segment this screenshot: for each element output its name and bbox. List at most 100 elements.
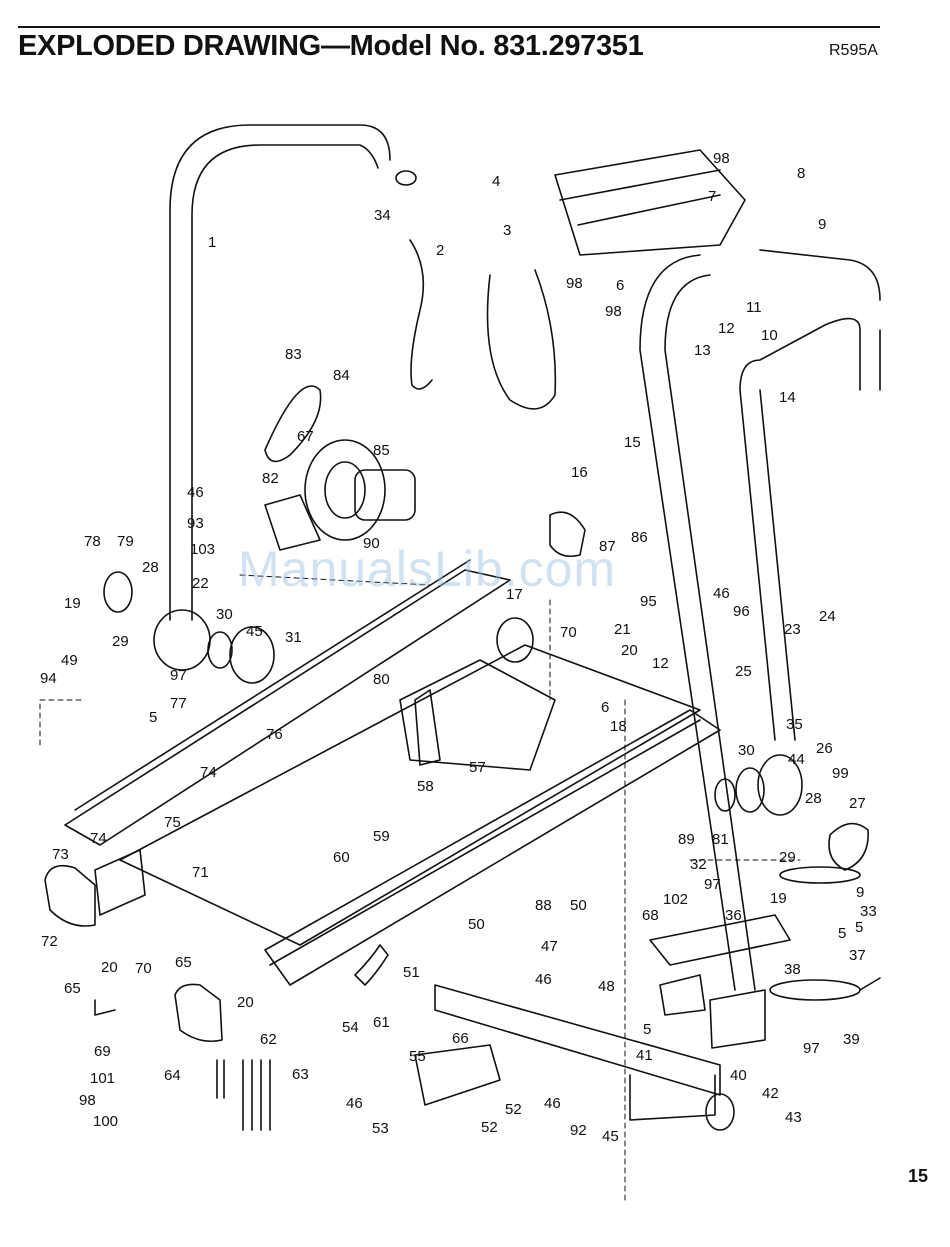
roller-17 — [496, 617, 534, 663]
callout: 58 — [417, 778, 434, 795]
callout: 7 — [708, 188, 716, 205]
callout: 51 — [403, 964, 420, 981]
callout: 57 — [469, 759, 486, 776]
callout: 34 — [374, 207, 391, 224]
callout: 95 — [640, 593, 657, 610]
callout: 2 — [436, 242, 444, 259]
callout: 3 — [503, 222, 511, 239]
callout: 81 — [712, 831, 729, 848]
callout: 75 — [164, 814, 181, 831]
callout: 60 — [333, 849, 350, 866]
callout: 36 — [725, 907, 742, 924]
page-number: 15 — [908, 1166, 929, 1186]
callout: 52 — [505, 1101, 522, 1118]
callout: 78 — [84, 533, 101, 550]
callout: 86 — [631, 529, 648, 546]
callout: 59 — [373, 828, 390, 845]
callout: 6 — [616, 277, 624, 294]
pulley-31 — [229, 626, 275, 684]
pad-16 — [549, 511, 586, 558]
callout-numbers: 98 4 8 7 9 34 1 2 3 6 98 11 12 98 13 10 … — [40, 150, 877, 1145]
callout: 6 — [601, 699, 609, 716]
callout: 92 — [570, 1122, 587, 1139]
console-4 — [554, 149, 746, 256]
motor-mount-82 — [264, 494, 321, 551]
wire-harness-2 — [409, 239, 433, 390]
callout: 31 — [285, 629, 302, 646]
callout: 16 — [571, 464, 588, 481]
deck-59 — [119, 644, 701, 946]
callout: 39 — [843, 1031, 860, 1048]
callout: 9 — [856, 884, 864, 901]
front-frame-75 — [94, 849, 146, 916]
pulley-81 — [714, 778, 736, 812]
callout: 93 — [187, 515, 204, 532]
callout: 79 — [117, 533, 134, 550]
flywheel-67 — [304, 439, 386, 541]
header-rule — [18, 26, 880, 28]
callout: 32 — [690, 856, 707, 873]
front-roller-end-22 — [153, 609, 211, 671]
callout: 30 — [738, 742, 755, 759]
callout: 44 — [788, 751, 805, 768]
callout: 23 — [784, 621, 801, 638]
callout: 40 — [730, 1067, 747, 1084]
callout: 25 — [735, 663, 752, 680]
callout: 48 — [598, 978, 615, 995]
callout: 8 — [797, 165, 805, 182]
callout: 49 — [61, 652, 78, 669]
callout: 72 — [41, 933, 58, 950]
callout: 97 — [170, 667, 187, 684]
callout: 9 — [818, 216, 826, 233]
callout: 14 — [779, 389, 796, 406]
callout: 29 — [112, 633, 129, 650]
allen-wrench-69 — [94, 999, 116, 1016]
wheel-42 — [705, 1093, 735, 1131]
callout: 46 — [346, 1095, 363, 1112]
callout: 15 — [624, 434, 641, 451]
callout: 26 — [816, 740, 833, 757]
mount-68 — [659, 974, 706, 1016]
callout: 50 — [468, 916, 485, 933]
callout: 47 — [541, 938, 558, 955]
callout: 68 — [642, 907, 659, 924]
callout: 29 — [779, 849, 796, 866]
callout: 80 — [373, 671, 390, 688]
callout: 20 — [621, 642, 638, 659]
spacer-30b — [735, 767, 765, 813]
callout: 83 — [285, 346, 302, 363]
callout: 88 — [535, 897, 552, 914]
callout: 46 — [187, 484, 204, 501]
callout: 66 — [452, 1030, 469, 1047]
page-title: EXPLODED DRAWING—Model No. 831.297351 — [18, 30, 644, 62]
callout: 50 — [570, 897, 587, 914]
callout: 62 — [260, 1031, 277, 1048]
right-rail-60 — [264, 709, 721, 986]
callout: 24 — [819, 608, 836, 625]
rear-roller-end-44 — [757, 754, 803, 816]
callout: 13 — [694, 342, 711, 359]
crossmember-58 — [414, 689, 441, 766]
callout: 35 — [786, 716, 803, 733]
upright-14 — [739, 317, 881, 741]
callout: 22 — [192, 575, 209, 592]
callout: 87 — [599, 538, 616, 555]
callout: 1 — [208, 234, 216, 251]
pulley-79 — [103, 571, 133, 613]
callout: 5 — [643, 1021, 651, 1038]
callout: 12 — [718, 320, 735, 337]
callout: 12 — [652, 655, 669, 672]
callout: 100 — [93, 1113, 118, 1130]
bracket-36 — [649, 914, 791, 966]
callout: 41 — [636, 1047, 653, 1064]
end-cap-34 — [395, 170, 417, 186]
callout: 96 — [733, 603, 750, 620]
callout: 19 — [64, 595, 81, 612]
callout: 38 — [784, 961, 801, 978]
callout: 70 — [560, 624, 577, 641]
callout: 43 — [785, 1109, 802, 1126]
callout: 5 — [838, 925, 846, 942]
callout: 85 — [373, 442, 390, 459]
